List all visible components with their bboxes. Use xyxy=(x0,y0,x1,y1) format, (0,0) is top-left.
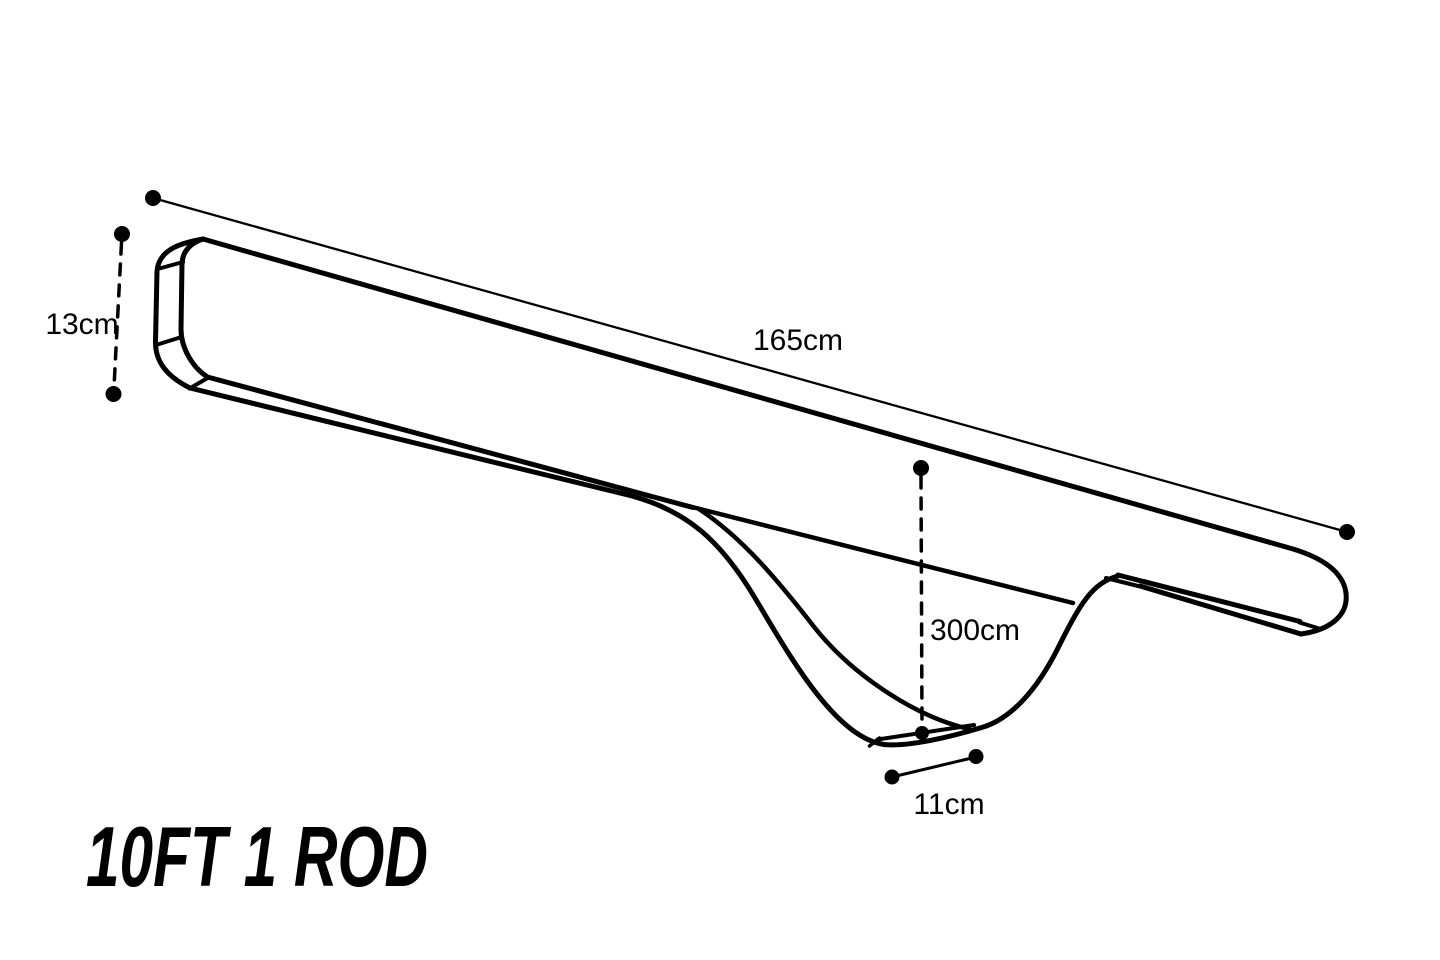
base-width-dimension-line xyxy=(890,755,978,779)
depth-endpoint-dot-bottom xyxy=(915,726,929,740)
front-bottom-edge xyxy=(205,374,696,510)
product-title: 10FT 1 ROD xyxy=(86,810,428,905)
end-height-dimension-line xyxy=(112,241,124,389)
left-end-cap-outer-edge xyxy=(152,236,206,391)
length-endpoint-dot-right xyxy=(1339,524,1355,540)
base-width-label: 11cm xyxy=(913,788,984,821)
length-dimension-line xyxy=(151,196,1349,534)
left-end-cap-front-edge xyxy=(178,236,210,380)
width-endpoint-dot-right xyxy=(968,749,984,764)
height-endpoint-dot-top xyxy=(114,226,130,242)
left-end-cap-tick-bottom xyxy=(154,335,184,347)
top-edge-and-right-end-cap xyxy=(200,236,1349,637)
right-bottom-edge-upper xyxy=(1115,572,1303,624)
dip-base-tick xyxy=(867,736,882,748)
dip-depth-dimension-line xyxy=(919,475,924,729)
rod-case-outline xyxy=(152,236,1349,748)
dip-crest-tick xyxy=(1104,576,1142,589)
dimension-annotations xyxy=(112,196,1349,779)
height-endpoint-dot-bottom xyxy=(105,386,122,402)
dip-right-rise-curve xyxy=(977,573,1121,731)
dip-back-curve xyxy=(696,506,972,732)
length-label: 165cm xyxy=(753,324,843,357)
dimension-endpoint-dots xyxy=(105,190,1355,785)
depth-endpoint-dot-top xyxy=(913,460,929,476)
dip-depth-label: 300cm xyxy=(930,614,1020,647)
left-end-cap-tick-top xyxy=(155,260,185,271)
end-height-label: 13cm xyxy=(45,308,118,341)
back-bottom-edge-through-dip xyxy=(687,504,1076,606)
length-endpoint-dot-left xyxy=(145,190,161,206)
dimension-labels: 13cm 165cm 300cm 11cm 10FT 1 ROD xyxy=(45,308,1020,905)
right-bottom-edge-lower xyxy=(1137,583,1304,637)
width-endpoint-dot-left xyxy=(884,769,900,785)
right-end-cap-inner-tick xyxy=(1297,620,1321,631)
outer-bottom-edge-and-dip-front-curve xyxy=(187,385,983,748)
